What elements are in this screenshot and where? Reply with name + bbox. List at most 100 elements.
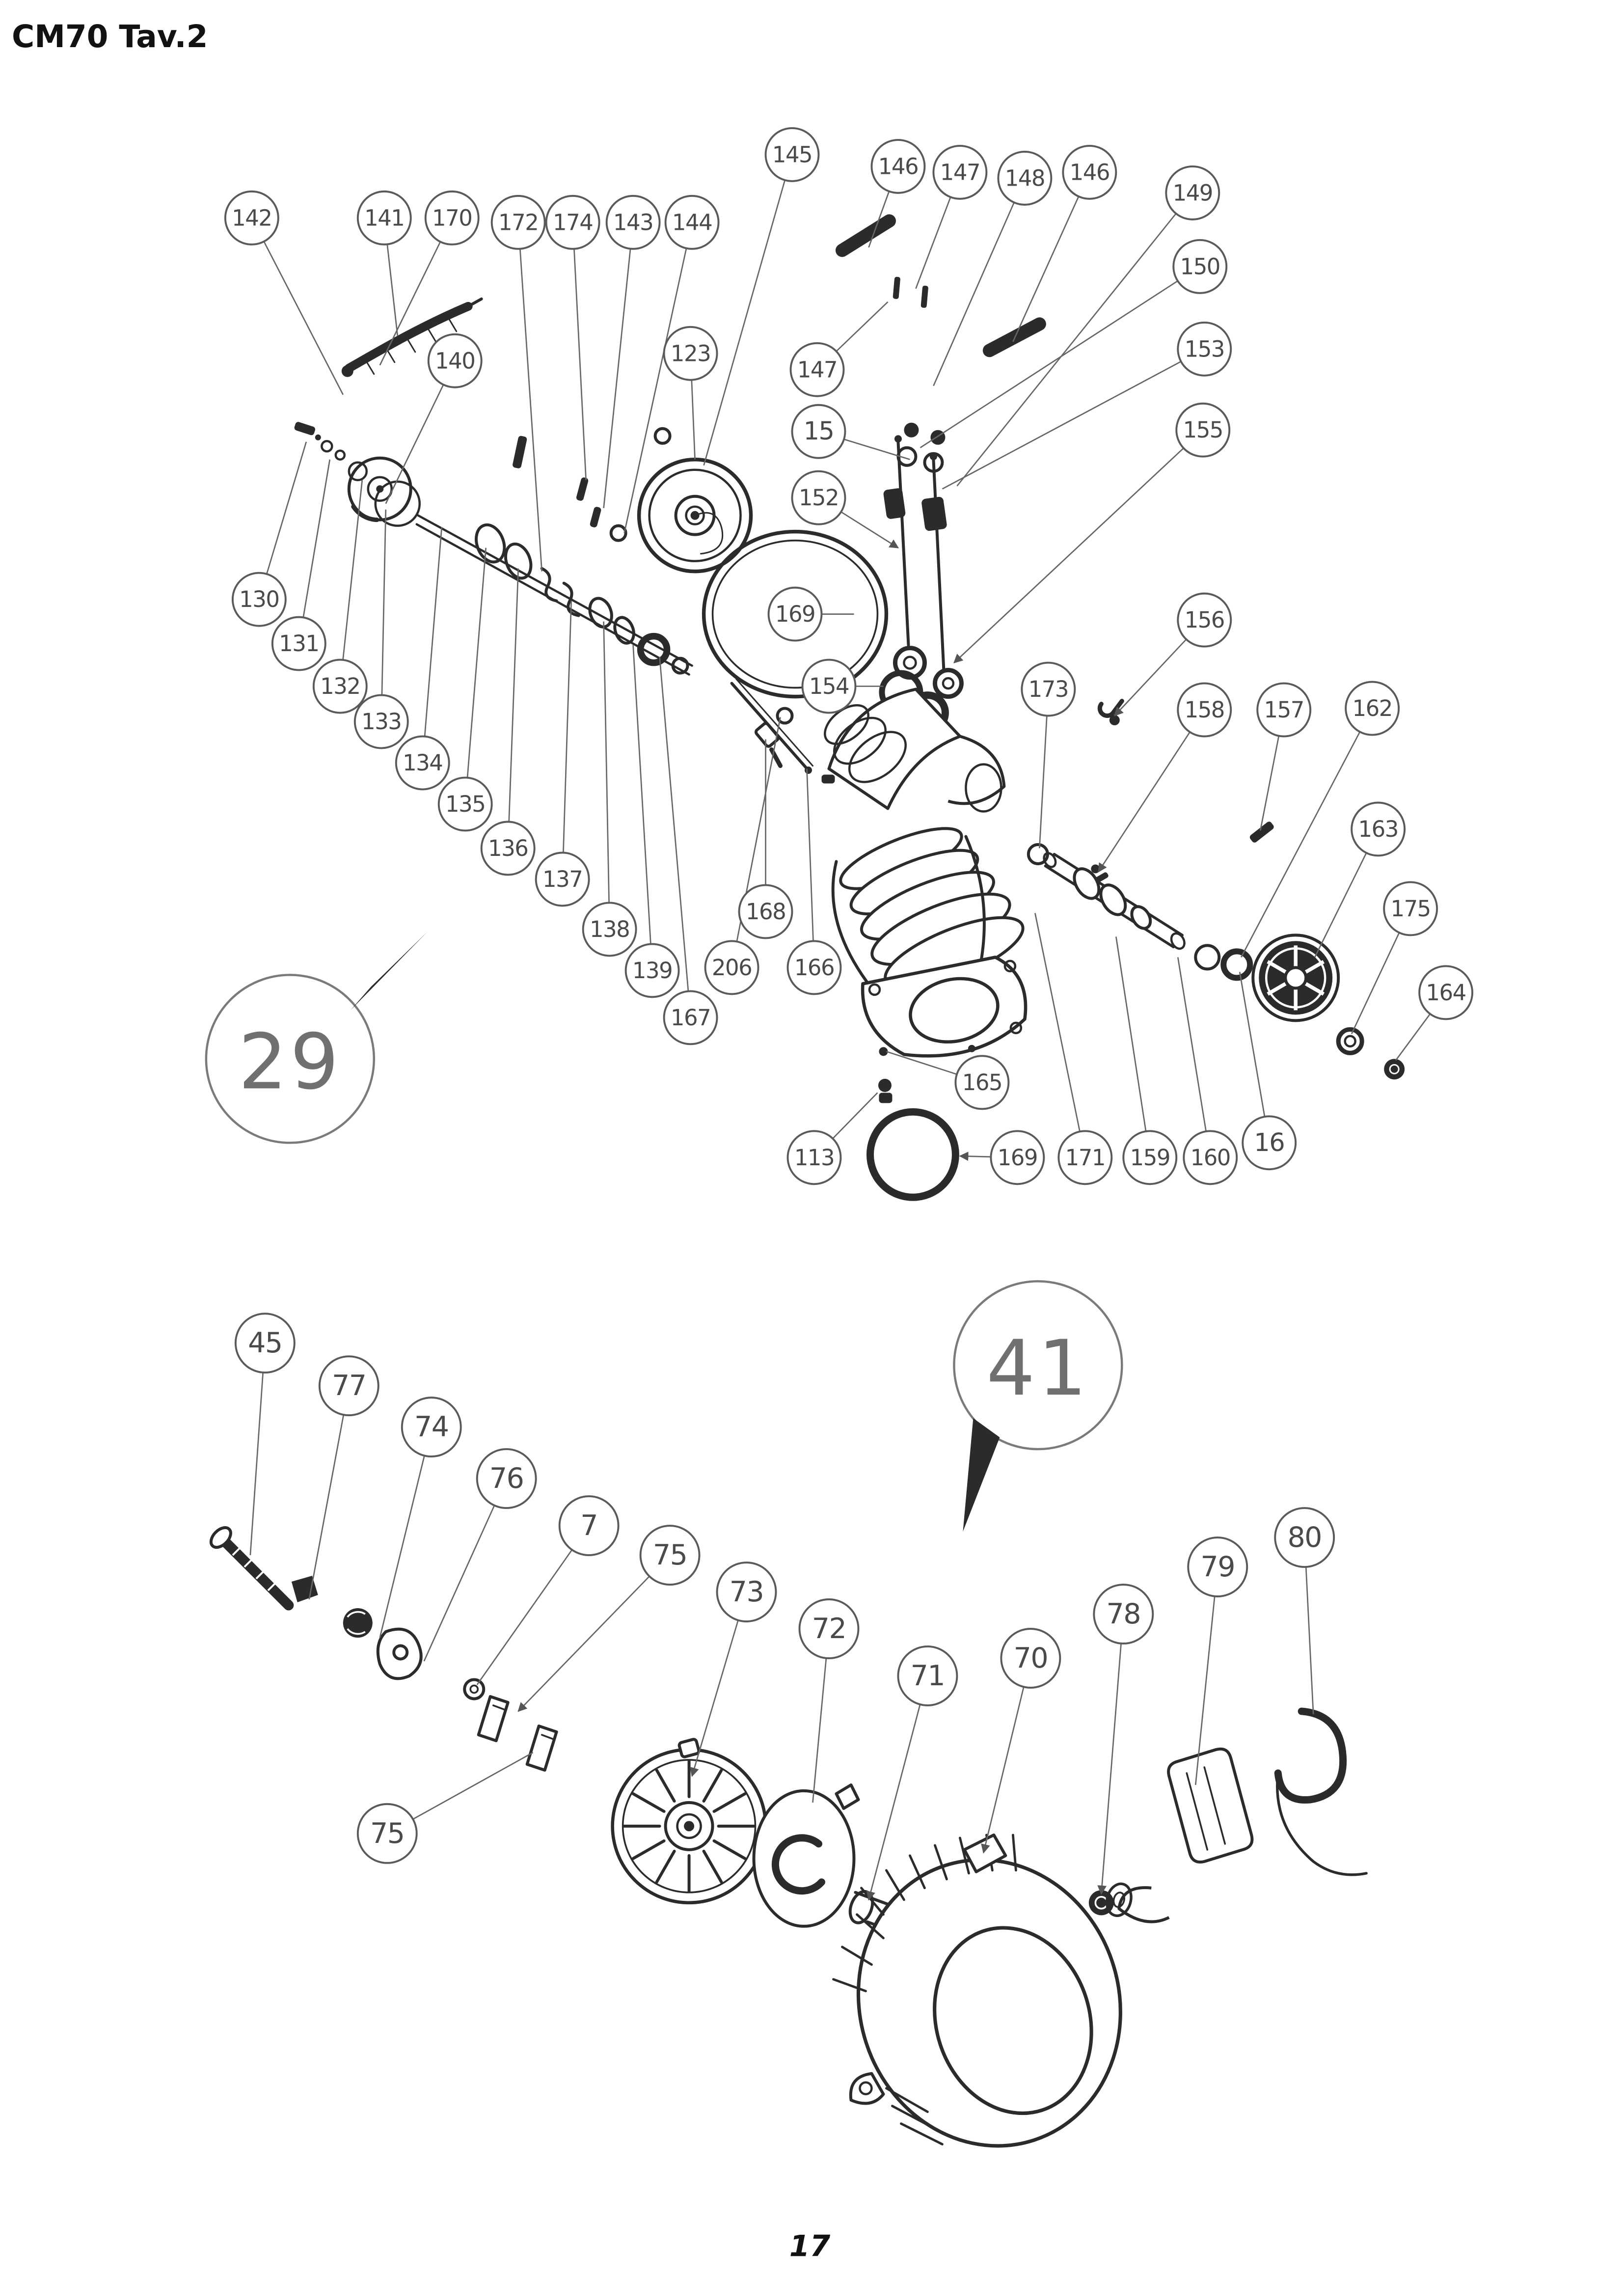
- balloon-circle-139: [624, 943, 680, 998]
- starter-screw: [209, 1526, 294, 1611]
- balloon-168: 168: [738, 884, 793, 939]
- balloon-label-16: 16: [1254, 1128, 1284, 1157]
- balloon-label-169b: 169: [998, 1145, 1037, 1171]
- balloon-75b: 75: [356, 1803, 418, 1864]
- leader-137: [563, 601, 572, 853]
- balloon-label-172: 172: [498, 209, 538, 235]
- stud-and-plug: [730, 678, 813, 774]
- leader-143: [603, 248, 631, 508]
- balloon-circle-75a: [639, 1525, 701, 1586]
- balloon-123: 123: [663, 326, 718, 381]
- balloon-143: 143: [605, 194, 661, 250]
- balloon-75a: 75: [639, 1525, 701, 1586]
- balloon-label-79: 79: [1200, 1551, 1235, 1583]
- balloon-167: 167: [663, 990, 718, 1045]
- leader-146a: [868, 191, 890, 248]
- balloon-circle-146b: [1062, 144, 1117, 200]
- leader-149: [956, 213, 1177, 487]
- balloon-label-71: 71: [911, 1660, 945, 1692]
- balloon-label-170: 170: [432, 205, 472, 231]
- balloon-circle-159: [1122, 1130, 1178, 1185]
- balloon-113: 113: [786, 1130, 842, 1185]
- leader-72: [812, 1658, 827, 1803]
- balloon-circle-174: [545, 194, 600, 250]
- leader-79: [1194, 1596, 1216, 1785]
- balloon-144: 144: [664, 194, 720, 250]
- balloon-circle-132: [312, 658, 368, 714]
- balloon-147a: 147: [932, 144, 988, 200]
- leader-165: [886, 1051, 957, 1075]
- balloon-label-74: 74: [414, 1411, 449, 1443]
- balloon-label-147b: 147: [797, 356, 837, 383]
- balloon-label-159: 159: [1130, 1145, 1170, 1171]
- leader-15: [843, 439, 910, 461]
- balloon-206: 206: [704, 940, 759, 995]
- balloon-135: 135: [437, 776, 493, 832]
- balloon-circle-158: [1177, 682, 1232, 738]
- assembly-ref-layer: 29 41: [205, 932, 1123, 1532]
- balloon-circle-16: [1242, 1115, 1297, 1171]
- leader-123: [691, 380, 696, 460]
- balloon-label-174: 174: [553, 209, 593, 235]
- balloon-70: 70: [1000, 1628, 1061, 1689]
- balloon-139: 139: [624, 943, 680, 998]
- balloon-152: 152: [791, 470, 846, 525]
- balloon-15: 15: [791, 404, 846, 459]
- balloon-133: 133: [353, 694, 409, 749]
- balloon-label-168: 168: [746, 899, 785, 925]
- leader-158: [1098, 731, 1191, 873]
- balloon-circle-144: [664, 194, 720, 250]
- balloon-label-165: 165: [962, 1069, 1002, 1096]
- balloon-circle-166: [786, 940, 842, 995]
- bellows-body: [831, 827, 1025, 990]
- balloon-130: 130: [231, 572, 287, 627]
- balloon-label-123: 123: [671, 340, 710, 366]
- leader-131: [302, 459, 331, 618]
- pump-pins-washers: [294, 422, 346, 461]
- balloon-label-131: 131: [279, 631, 319, 657]
- balloon-circle-136: [480, 821, 536, 876]
- balloon-label-76: 76: [489, 1462, 524, 1495]
- ref-41-label: 41: [986, 1323, 1089, 1413]
- leader-173: [1039, 715, 1048, 849]
- balloon-circle-133: [353, 694, 409, 749]
- balloon-169a: 169: [767, 586, 823, 642]
- balloon-153: 153: [1177, 321, 1232, 377]
- balloon-label-146a: 146: [878, 153, 918, 179]
- balloon-label-133: 133: [361, 709, 401, 735]
- balloon-157: 157: [1256, 682, 1312, 738]
- balloon-label-157: 157: [1264, 697, 1304, 723]
- balloon-149: 149: [1165, 165, 1220, 220]
- leader-141: [386, 244, 399, 336]
- balloon-148: 148: [997, 150, 1053, 206]
- balloon-154: 154: [801, 658, 857, 714]
- balloon-label-175: 175: [1390, 896, 1430, 922]
- balloon-169b: 169: [990, 1130, 1045, 1185]
- leader-73: [690, 1620, 739, 1777]
- balloon-74: 74: [401, 1397, 462, 1458]
- balloon-circle-72: [798, 1598, 860, 1659]
- spiral-spring-disc: [752, 1783, 860, 1928]
- balloon-circle-162: [1345, 681, 1400, 736]
- balloon-circle-142: [224, 190, 279, 246]
- balloon-label-163: 163: [1358, 816, 1398, 842]
- balloon-circle-167: [663, 990, 718, 1045]
- balloon-circle-165: [954, 1055, 1010, 1110]
- leader-156: [1114, 639, 1187, 716]
- balloon-circle-74: [401, 1397, 462, 1458]
- balloon-label-152: 152: [799, 485, 839, 511]
- ref-41: 41: [953, 1280, 1123, 1532]
- balloon-circle-71: [897, 1645, 958, 1706]
- leader-16: [1239, 972, 1266, 1117]
- leader-147a: [915, 196, 951, 289]
- balloon-label-173: 173: [1029, 676, 1068, 702]
- leader-146b: [1012, 196, 1080, 342]
- balloon-circle-175: [1383, 881, 1438, 936]
- leader-113: [832, 1092, 878, 1139]
- leader-172: [519, 248, 543, 572]
- balloon-163: 163: [1351, 801, 1406, 857]
- balloon-circle-146a: [870, 138, 926, 194]
- balloon-label-146b: 146: [1070, 159, 1110, 185]
- leader-164: [1395, 1013, 1431, 1061]
- ref-29: 29: [205, 932, 427, 1144]
